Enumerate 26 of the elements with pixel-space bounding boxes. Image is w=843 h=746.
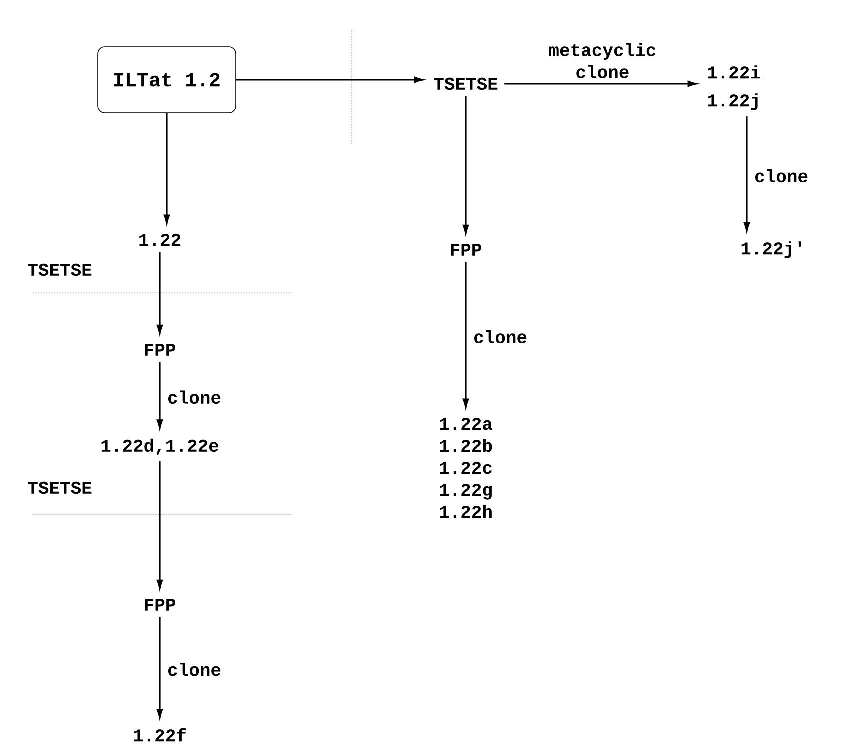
node-text: 1.22i 1.22j	[708, 66, 760, 110]
arrow	[156, 252, 164, 334]
edge-label: clone	[168, 390, 221, 404]
stage-label: TSETSE	[28, 264, 92, 276]
node-text: FPP	[145, 344, 176, 356]
arrow	[156, 461, 164, 590]
arrow	[504, 80, 698, 88]
arrow	[744, 116, 750, 232]
node-text: TSETSE	[434, 78, 498, 90]
process-box: ILTat 1.2	[98, 46, 236, 114]
node-text: 1.22f	[134, 728, 186, 742]
arrow	[462, 96, 470, 234]
node-text: FPP	[451, 244, 482, 256]
stage-label: TSETSE	[28, 482, 92, 494]
node-text: 1.22j'	[742, 242, 802, 258]
edge-label: clone	[474, 330, 527, 344]
node-text: 1.22	[140, 234, 181, 246]
node-text: 1.22a 1.22b 1.22c 1.22g 1.22h	[440, 418, 493, 518]
edge-label: clone	[168, 663, 221, 676]
edge-label: metacyclic clone	[549, 43, 656, 78]
node-text: FPP	[145, 599, 176, 611]
edge-label: clone	[756, 169, 808, 183]
arrow	[462, 262, 470, 408]
arrow	[236, 76, 424, 84]
node-text: 1.22d,1.22e	[102, 438, 219, 456]
arrow	[164, 113, 170, 224]
